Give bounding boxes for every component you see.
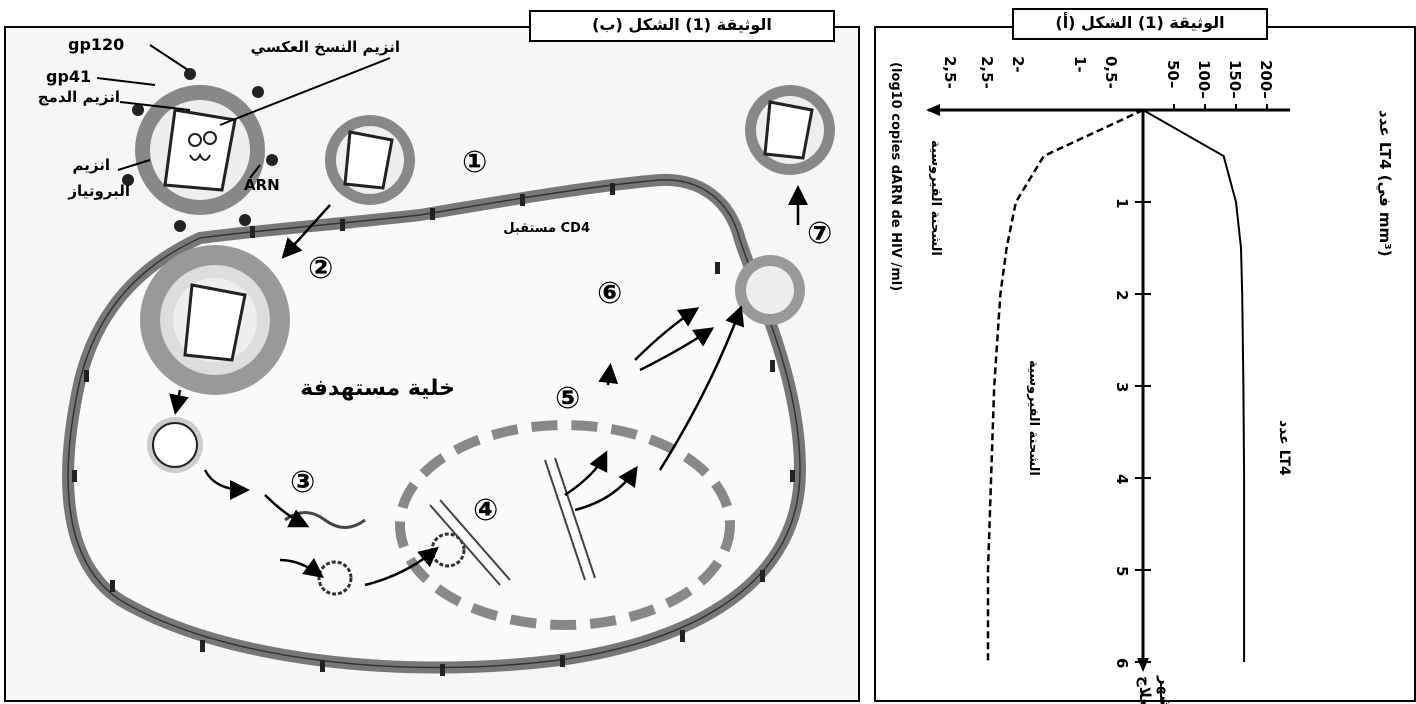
horizontal-axis-arrow xyxy=(926,104,940,116)
viral-load-axis-label-2: (log10 copies dARN de HIV /ml) xyxy=(888,62,903,291)
gp120-label: gp120 xyxy=(68,35,124,54)
protease-label-1: انزيم xyxy=(73,156,111,174)
lt4-tick-label: 200– xyxy=(1257,60,1275,99)
panel-a-title: الوثيقة (1) الشكل (أ) xyxy=(1012,8,1268,40)
time-tick-label: 4 xyxy=(1113,474,1131,484)
time-axis-label-2: العلاج xyxy=(1136,676,1154,704)
viral-tick-label: 2,5- xyxy=(941,56,959,89)
step-4: ④ xyxy=(473,493,498,528)
capsid xyxy=(147,417,203,473)
arn-label: ARN xyxy=(244,176,280,194)
reverse-transcriptase-label: انزيم النسخ العكسي xyxy=(251,38,400,56)
step-1: ① xyxy=(462,145,487,180)
panel-b-title: الوثيقة (1) الشكل (ب) xyxy=(529,10,835,42)
lt4-tick-label: 150– xyxy=(1226,60,1244,99)
time-axis-arrow xyxy=(1137,658,1149,672)
viral-tick-label: 2,5- xyxy=(978,56,996,89)
lt4-axis-label: عدد LT4 (في mm³) xyxy=(1376,110,1394,257)
step-7: ⑦ xyxy=(807,216,832,251)
protease-label-2: البروتياز xyxy=(67,182,130,200)
time-tick-label: 3 xyxy=(1113,382,1131,392)
integrase-label: انزيم الدمج xyxy=(38,88,120,106)
hiv-virion-step1 xyxy=(325,115,415,205)
viral-tick-label: 2- xyxy=(1009,56,1027,73)
viral-load-curve xyxy=(986,108,1144,662)
time-tick-label: 1 xyxy=(1113,198,1131,208)
target-cell-label: خلية مستهدفة xyxy=(300,376,455,401)
step-3: ③ xyxy=(290,465,315,500)
gp41-label: gp41 xyxy=(46,67,91,86)
cd4-label: مستقبل CD4 xyxy=(503,221,590,236)
time-tick-label: 5 xyxy=(1113,566,1131,576)
viral-tick-label: 0,5- xyxy=(1102,56,1120,89)
hiv-virion-labeled xyxy=(122,68,278,232)
step-5: ⑤ xyxy=(555,381,580,416)
viral-load-axis-label-1: الشحنة الفيروسية xyxy=(928,140,943,256)
time-tick-label: 2 xyxy=(1113,290,1131,300)
graph-panel xyxy=(874,26,1416,702)
lt4-curve-label: عدد LT4 xyxy=(1276,420,1292,476)
viral-tick-label: 1- xyxy=(1071,56,1089,73)
released-virion xyxy=(745,85,835,175)
hiv-virion-fusion xyxy=(140,245,290,395)
step-6: ⑥ xyxy=(597,276,622,311)
nucleus xyxy=(395,420,735,630)
lt4-tick-label: 100– xyxy=(1195,60,1213,99)
time-axis-label-1: أشهر xyxy=(1156,675,1175,704)
time-tick-label: 6 xyxy=(1113,658,1131,668)
viral-curve-label: الشحنة الفيروسية xyxy=(1026,360,1041,476)
lt4-tick-label: 50– xyxy=(1164,60,1182,88)
step-2: ② xyxy=(308,251,333,286)
budding-virion xyxy=(735,255,805,325)
lt4-curve xyxy=(1142,109,1246,662)
